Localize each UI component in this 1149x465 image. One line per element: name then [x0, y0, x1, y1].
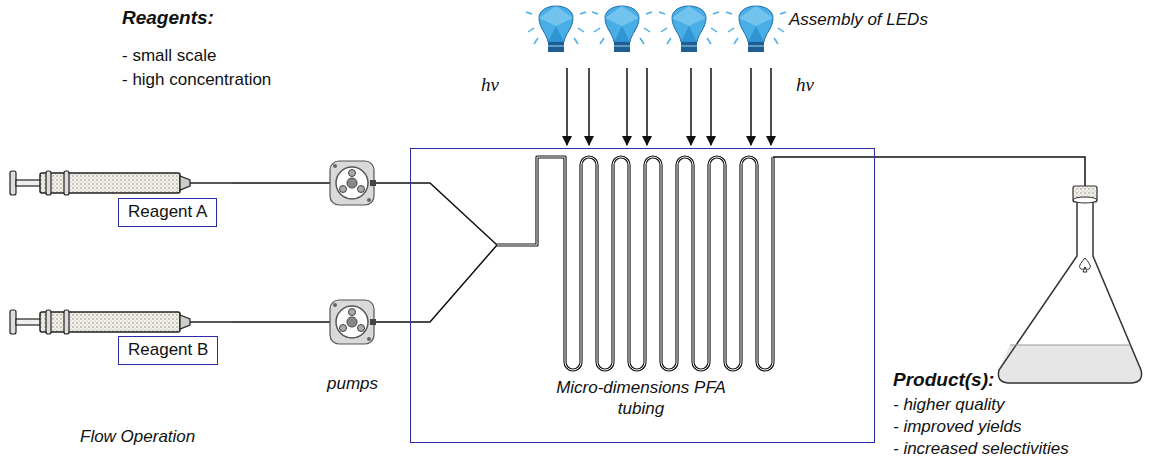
light-arrow — [690, 68, 692, 145]
light-arrow — [588, 68, 590, 145]
led-bulb — [526, 6, 586, 52]
light-arrow — [566, 68, 568, 145]
syringe — [10, 171, 232, 195]
syringe — [10, 310, 232, 334]
led-bulb — [659, 6, 719, 52]
outlet-line — [773, 157, 1085, 188]
section-heading: Product(s): — [893, 370, 994, 390]
light-symbol: hν — [481, 75, 499, 95]
pfa-tubing-bore — [497, 157, 773, 370]
mode-label: Flow Operation — [80, 427, 195, 447]
light-arrow — [770, 68, 772, 145]
collection-flask — [998, 345, 1141, 383]
light-symbol: hν — [796, 75, 814, 95]
collection-flask — [1073, 186, 1097, 202]
collection-flask — [998, 200, 1141, 383]
reagent-box: Reagent B — [118, 336, 218, 365]
reagent-label: Reagent B — [128, 340, 208, 360]
pfa-tubing — [497, 157, 773, 370]
light-arrow — [646, 68, 648, 145]
list-item: - increased selectivities — [893, 439, 1069, 459]
collection-flask — [1080, 258, 1091, 272]
feed-line — [376, 245, 497, 322]
list-item: - improved yields — [893, 417, 1022, 437]
reagent-label: Reagent A — [128, 202, 207, 222]
photoreactor-box: Micro-dimensions PFA tubing — [410, 148, 875, 443]
pump — [330, 161, 376, 205]
led-bulb — [592, 6, 652, 52]
led-label: Assembly of LEDs — [789, 10, 928, 30]
list-item: - small scale — [122, 46, 216, 66]
feed-line — [376, 183, 497, 245]
light-arrow — [567, 68, 771, 145]
collection-flask — [1010, 345, 1130, 346]
collection-flask — [998, 186, 1141, 383]
section-heading: Reagents: — [122, 8, 214, 28]
pump-label: pumps — [327, 374, 378, 394]
pump — [330, 300, 376, 344]
list-item: - higher quality — [893, 395, 1005, 415]
collection-flask — [1073, 197, 1097, 203]
reagent-box: Reagent A — [118, 198, 217, 227]
reactor-label: Micro-dimensions PFA tubing — [536, 377, 746, 419]
feed-line — [232, 321, 330, 323]
feed-line — [232, 182, 330, 184]
light-arrow — [750, 68, 752, 145]
list-item: - high concentration — [122, 70, 271, 90]
light-arrow — [626, 68, 628, 145]
led-bulb — [726, 6, 786, 52]
light-arrow — [710, 68, 712, 145]
